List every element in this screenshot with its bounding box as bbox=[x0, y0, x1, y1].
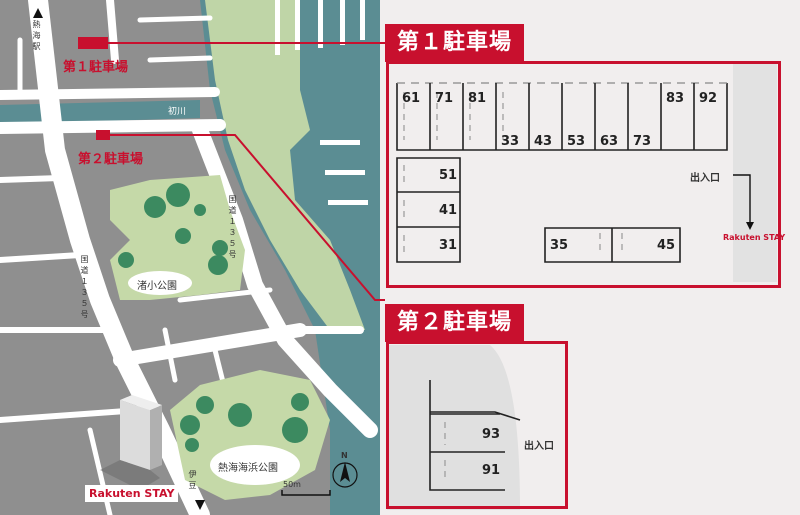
river-label: 初川 bbox=[168, 107, 187, 117]
space-label: 61 bbox=[401, 91, 421, 106]
map-parking1-label: 第１駐車場 bbox=[63, 60, 129, 75]
north-compass bbox=[332, 462, 358, 488]
lot1-panel bbox=[386, 61, 781, 288]
lot1-dashes bbox=[403, 92, 623, 255]
map-brand-logo: Rakuten STAY bbox=[85, 485, 179, 502]
rakuten-stay-building bbox=[100, 395, 162, 490]
space-label: 81 bbox=[467, 91, 487, 106]
lot2-entrance-label: 出入口 bbox=[524, 441, 554, 452]
lot2-road bbox=[387, 345, 520, 510]
izu-arrow bbox=[195, 500, 205, 510]
parking2-marker bbox=[96, 130, 110, 140]
nagisa-park-label: 渚小公園 bbox=[137, 281, 177, 292]
lot1-entrance-arrow bbox=[733, 174, 751, 225]
space-label: 45 bbox=[656, 238, 676, 253]
lot2-curb bbox=[430, 411, 521, 421]
lot1-sidewalk bbox=[733, 63, 777, 282]
lot2-title: 第２駐車場 bbox=[385, 304, 525, 342]
space-label: 35 bbox=[549, 238, 569, 253]
route-135-upper-label: 国道１３５号 bbox=[228, 195, 237, 261]
lot1-brand-logo: Rakuten STAY bbox=[723, 233, 786, 242]
park-trees bbox=[118, 183, 228, 275]
space-label: 92 bbox=[698, 91, 718, 106]
coastal-green bbox=[205, 0, 365, 330]
scale-bar bbox=[281, 490, 331, 496]
north-label: N bbox=[341, 451, 348, 460]
nagisa-park-label-bg bbox=[128, 271, 192, 295]
station-label: 熱海駅 bbox=[32, 20, 41, 53]
lot2-lines bbox=[429, 380, 505, 491]
lot1-entrance-label: 出入口 bbox=[690, 173, 720, 184]
space-label: 51 bbox=[438, 168, 458, 183]
beach-park-label: 熱海海浜公園 bbox=[218, 463, 278, 474]
scale-label: 50m bbox=[283, 480, 301, 489]
lot1-title: 第１駐車場 bbox=[385, 24, 525, 62]
lot2-panel bbox=[386, 341, 568, 509]
parking1-marker bbox=[78, 37, 108, 49]
space-label: 33 bbox=[500, 134, 520, 149]
space-label: 71 bbox=[434, 91, 454, 106]
space-label: 63 bbox=[599, 134, 619, 149]
lot2-space-93: 93 bbox=[481, 427, 501, 442]
space-label: 53 bbox=[566, 134, 586, 149]
space-label: 31 bbox=[438, 238, 458, 253]
lot2-space-91: 91 bbox=[481, 463, 501, 478]
space-label: 41 bbox=[438, 203, 458, 218]
leader-line-2 bbox=[110, 134, 385, 301]
map-parking2-label: 第２駐車場 bbox=[78, 152, 144, 167]
harbor-piers bbox=[275, 0, 368, 205]
beach-park-label-bg bbox=[210, 445, 300, 485]
space-label: 43 bbox=[533, 134, 553, 149]
station-arrow bbox=[33, 8, 43, 18]
izu-label: 伊豆 bbox=[188, 470, 197, 492]
roads bbox=[0, 0, 378, 515]
lot1-lines bbox=[396, 82, 728, 263]
beach-park-trees bbox=[180, 393, 309, 452]
space-label: 73 bbox=[632, 134, 652, 149]
space-label: 83 bbox=[665, 91, 685, 106]
route-135-lower-label: 国道１３５号 bbox=[80, 255, 89, 321]
